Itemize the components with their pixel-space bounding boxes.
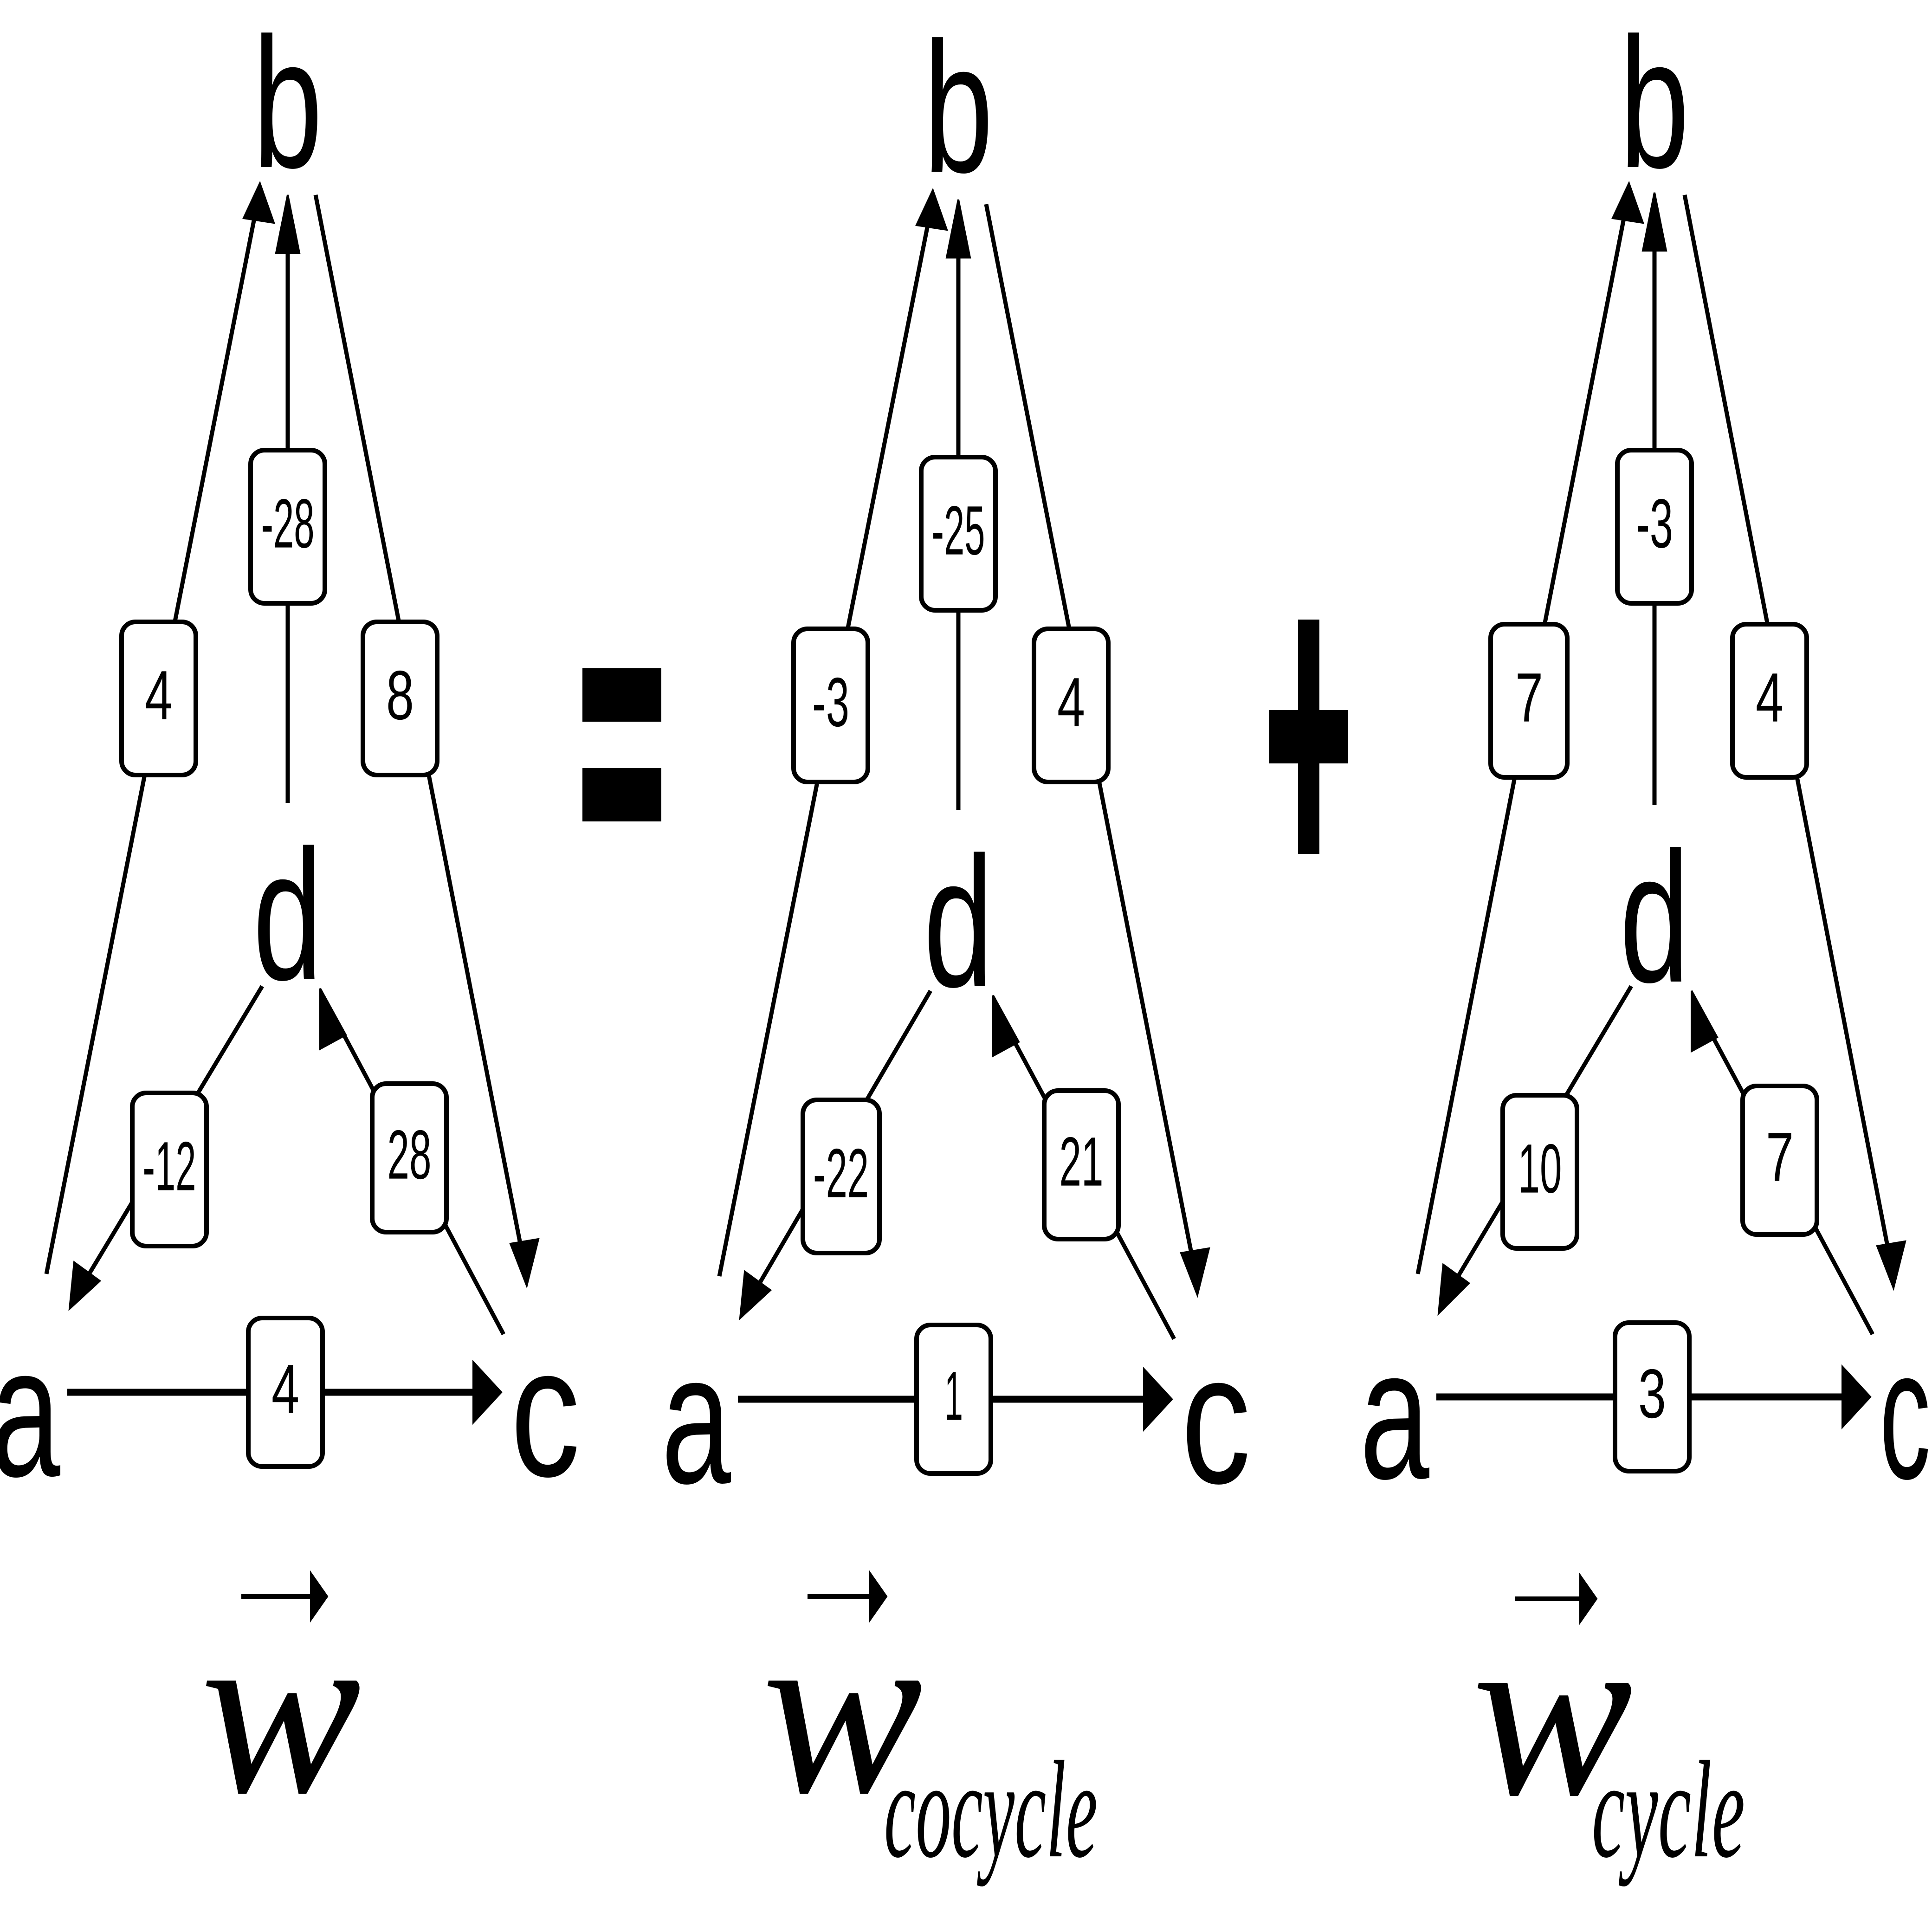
weight-db: -25 xyxy=(932,491,985,569)
arrowhead-b-from-a xyxy=(1611,181,1644,224)
weight-cd: 21 xyxy=(1060,1123,1104,1201)
panel-w-cocycle: -3 -25 4 -22 21 1 b d a c w coc xyxy=(661,4,1251,1887)
node-b: b xyxy=(253,0,323,207)
vector-arrow-icon xyxy=(310,1570,329,1623)
arrowhead-c-from-a xyxy=(472,1359,503,1425)
node-a: a xyxy=(0,1308,61,1515)
weight-cd: 28 xyxy=(388,1116,432,1194)
node-c: c xyxy=(1880,1310,1931,1518)
vector-arrow-icon xyxy=(1579,1572,1598,1625)
arrowhead-d-from-c xyxy=(319,988,347,1051)
caption-w-cycle-sub: cycle xyxy=(1592,1732,1745,1887)
equals-bar-top xyxy=(582,668,661,722)
plus-sign xyxy=(1269,620,1348,854)
weight-da: 10 xyxy=(1518,1130,1562,1208)
weight-box-bc: 4 xyxy=(1032,627,1111,784)
weight-box-bc: 4 xyxy=(1730,622,1809,780)
node-a: a xyxy=(661,1315,732,1522)
node-d: d xyxy=(1620,814,1689,1021)
arrowhead-b-from-d xyxy=(945,199,971,258)
weight-db: -28 xyxy=(261,485,315,562)
node-b: b xyxy=(924,4,993,211)
weight-box-bc: 8 xyxy=(361,620,439,777)
node-d: d xyxy=(924,818,993,1026)
arrowhead-b-from-a xyxy=(915,187,948,231)
panel-w: 4 -28 8 -12 28 4 b d a c w xyxy=(0,0,580,1844)
arrowhead-c-from-a xyxy=(1842,1364,1872,1430)
weight-box-da: -22 xyxy=(801,1098,882,1255)
weight-box-ab: 7 xyxy=(1488,622,1570,780)
arrowhead-c-from-b xyxy=(1876,1240,1906,1291)
node-a: a xyxy=(1360,1310,1430,1518)
arrowhead-c-from-b xyxy=(1180,1247,1210,1298)
weight-ac: 1 xyxy=(944,1357,963,1435)
weight-ac: 4 xyxy=(271,1350,299,1428)
caption-w-cocycle-sub: cocycle xyxy=(884,1732,1098,1887)
arrowhead-c-from-b xyxy=(509,1238,540,1289)
caption-w-cycle: w cycle xyxy=(1472,1572,1745,1887)
weight-ab: 4 xyxy=(145,656,173,734)
weight-bc: 8 xyxy=(386,656,414,734)
node-b: b xyxy=(1620,0,1689,207)
weight-box-da: 10 xyxy=(1500,1093,1579,1251)
arrowhead-b-from-d xyxy=(275,194,301,254)
weight-box-cd: 28 xyxy=(370,1081,449,1234)
caption-w-main: w xyxy=(200,1577,362,1844)
weight-box-cd: 21 xyxy=(1042,1088,1121,1241)
weight-box-ab: -3 xyxy=(791,627,870,784)
caption-w-cocycle-main: w xyxy=(762,1577,924,1844)
weight-da: -22 xyxy=(813,1134,869,1212)
panel-w-cycle: 7 -3 4 10 7 3 b d a c w cycle xyxy=(1360,0,1931,1887)
plus-bar-vertical xyxy=(1298,620,1319,854)
weight-box-ac: 3 xyxy=(1613,1320,1692,1473)
arrowhead-d-from-c xyxy=(992,995,1020,1058)
weight-box-ac: 1 xyxy=(914,1323,993,1476)
weight-da: -12 xyxy=(143,1127,196,1205)
arrowhead-a-from-d xyxy=(739,1270,772,1321)
arrowhead-b-from-a xyxy=(242,181,275,224)
arrowhead-a-from-d xyxy=(1437,1263,1471,1316)
weight-box-db: -25 xyxy=(919,455,998,613)
weight-box-ac: 4 xyxy=(246,1316,325,1469)
node-c: c xyxy=(510,1308,580,1515)
weight-cd: 7 xyxy=(1766,1118,1794,1196)
arrowhead-d-from-c xyxy=(1691,990,1719,1053)
weight-ab: 7 xyxy=(1515,659,1543,737)
vector-arrow-icon xyxy=(869,1570,888,1623)
caption-w: w xyxy=(200,1570,362,1844)
caption-w-cycle-main: w xyxy=(1472,1579,1634,1846)
weight-box-db: -3 xyxy=(1615,448,1694,606)
node-d: d xyxy=(253,811,323,1019)
weight-box-da: -12 xyxy=(130,1091,209,1248)
weight-ab: -3 xyxy=(812,663,849,741)
caption-w-cocycle: w cocycle xyxy=(762,1570,1098,1887)
weight-db: -3 xyxy=(1636,485,1673,562)
equals-sign xyxy=(582,668,661,821)
equals-bar-bottom xyxy=(582,768,661,821)
arrowhead-a-from-d xyxy=(68,1260,102,1312)
weight-box-ab: 4 xyxy=(119,620,198,777)
weight-bc: 4 xyxy=(1756,659,1783,737)
weight-bc: 4 xyxy=(1057,663,1085,741)
node-c: c xyxy=(1181,1315,1251,1522)
arrowhead-c-from-a xyxy=(1143,1366,1173,1432)
weight-ac: 3 xyxy=(1638,1355,1666,1433)
weight-box-cd: 7 xyxy=(1740,1084,1819,1237)
weight-box-db: -28 xyxy=(248,448,327,606)
arrowhead-b-from-d xyxy=(1641,192,1667,252)
